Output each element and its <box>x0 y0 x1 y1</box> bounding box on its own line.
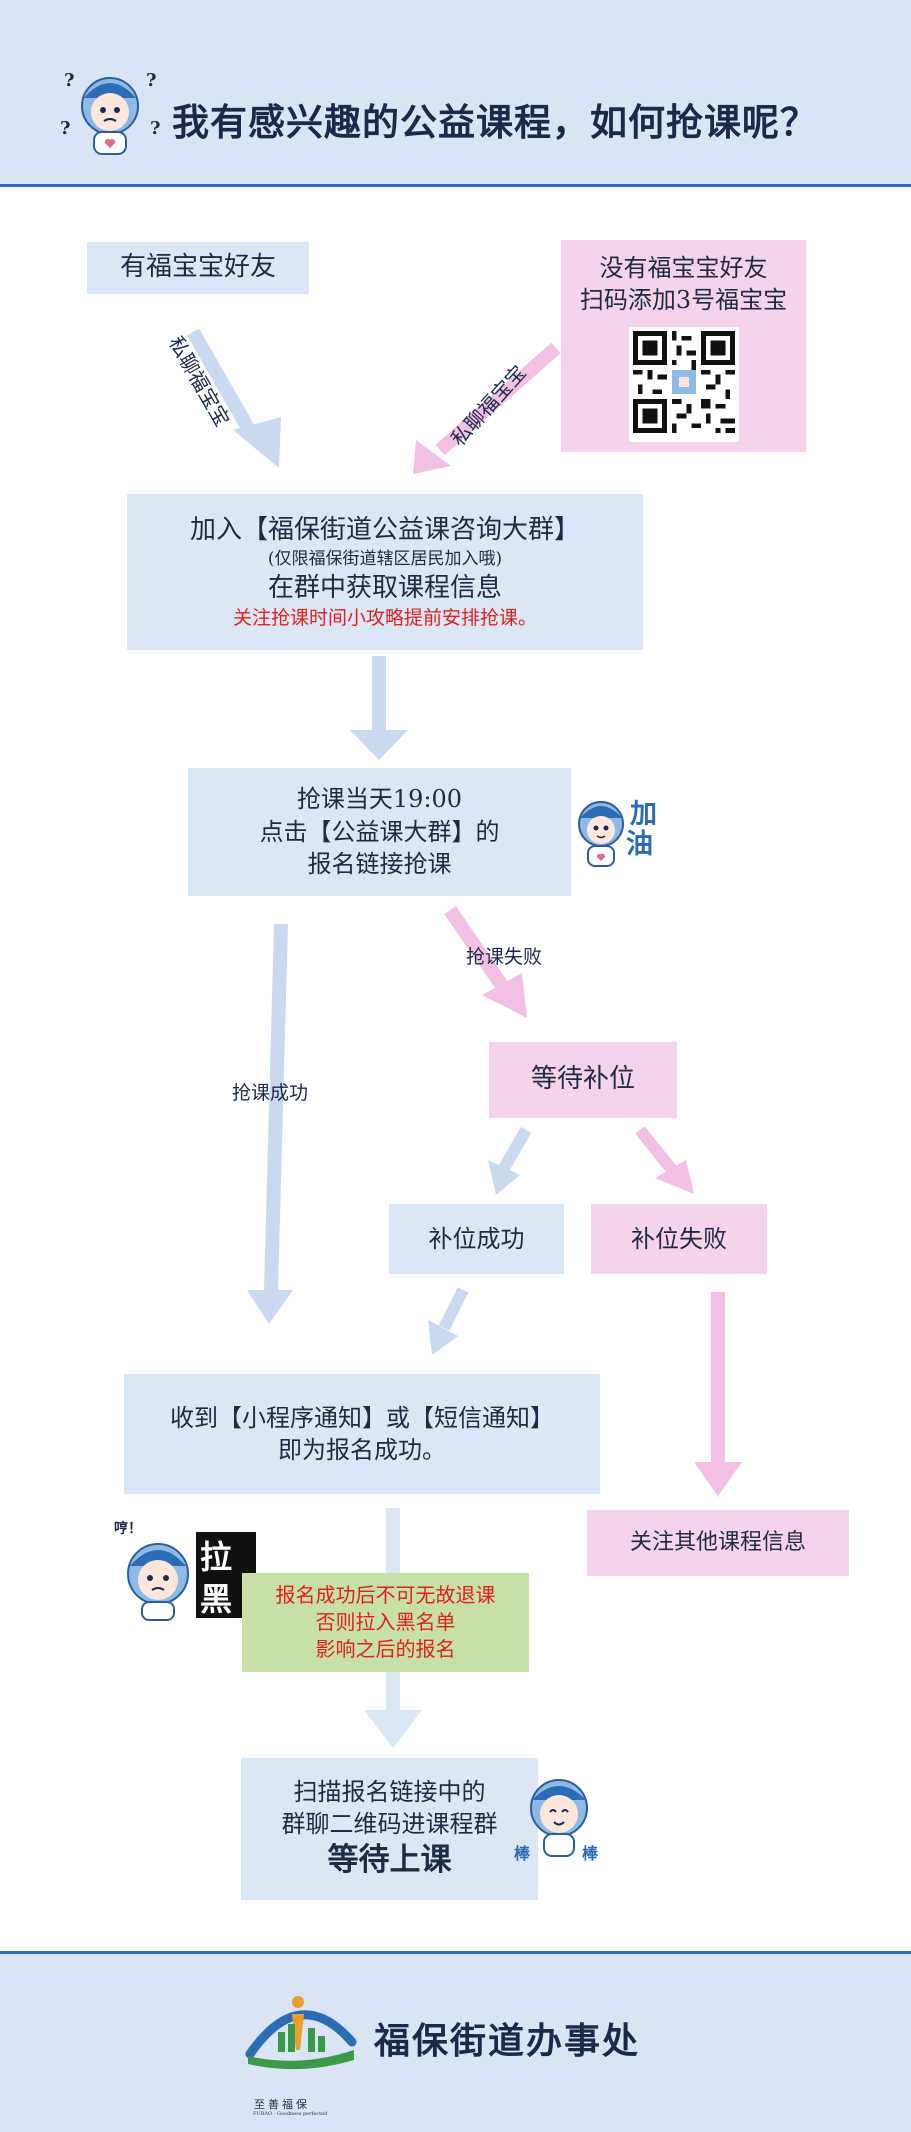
label-grab-success: 抢课成功 <box>232 1082 309 1104</box>
arrow-fill-fail-to-other <box>694 1292 742 1496</box>
label-grab-fail: 抢课失败 <box>466 946 543 968</box>
no-friend-line2: 扫码添加3号福宝宝 <box>579 286 788 315</box>
mascot-cheer-icon <box>568 792 634 872</box>
footer-banner <box>0 1951 911 2132</box>
mascot-blacklist-icon <box>112 1522 256 1622</box>
warning-line1: 报名成功后不可无故退课 <box>275 1583 496 1607</box>
arrow-fill-success-to-notify <box>428 1287 469 1355</box>
blacklist-char-2: 黑 <box>200 1580 233 1618</box>
fill-success-box: 补位成功 <box>389 1204 564 1274</box>
qr-code-icon[interactable] <box>628 326 739 443</box>
warning-line2: 否则拉入黑名单 <box>315 1610 456 1634</box>
scan-line1: 扫描报名链接中的 <box>293 1777 486 1806</box>
no-friend-line1: 没有福宝宝好友 <box>599 254 768 282</box>
join-group-box: 加入【福保街道公益课咨询大群】 (仅限福保街道辖区居民加入哦) 在群中获取课程信… <box>127 494 643 650</box>
footer-org-name: 福保街道办事处 <box>374 2020 641 2062</box>
grab-line1: 抢课当天19:00 <box>296 785 463 814</box>
fill-success-text: 补位成功 <box>428 1224 525 1253</box>
grab-line2: 点击【公益课大群】的 <box>259 817 500 846</box>
join-line4: 关注抢课时间小攻略提前安排抢课。 <box>232 606 537 629</box>
wait-fill-text: 等待补位 <box>530 1064 635 1095</box>
other-courses-text: 关注其他课程信息 <box>629 1530 806 1556</box>
great-char-1: 棒 <box>514 1844 531 1863</box>
mascot-thinking-icon <box>58 60 162 164</box>
scan-line2: 群聊二维码进课程群 <box>281 1810 498 1839</box>
question-mark-1: ? <box>64 70 75 91</box>
arrow-private-chat-left <box>186 328 281 468</box>
question-mark-2: ? <box>146 70 157 91</box>
other-courses-box: 关注其他课程信息 <box>587 1510 849 1576</box>
arrow-grab-fail <box>444 906 527 1018</box>
no-friend-box: 没有福宝宝好友 扫码添加3号福宝宝 <box>561 240 806 452</box>
blacklist-exclaim: 哼！ <box>114 1521 142 1537</box>
arrow-wait-to-fill-success <box>488 1126 532 1195</box>
mascot-great-icon <box>514 1770 604 1862</box>
notify-line2: 即为报名成功。 <box>278 1436 446 1464</box>
notify-line1: 收到【小程序通知】或【短信通知】 <box>170 1403 554 1432</box>
header-banner <box>0 0 911 187</box>
great-char-2: 棒 <box>582 1844 599 1863</box>
cheer-char-2: 油 <box>626 829 653 860</box>
grab-course-box: 抢课当天19:00 点击【公益课大群】的 报名链接抢课 <box>188 768 571 896</box>
warning-box: 报名成功后不可无故退课 否则拉入黑名单 影响之后的报名 <box>242 1573 529 1672</box>
fill-fail-box: 补位失败 <box>591 1204 767 1274</box>
warning-line3: 影响之后的报名 <box>315 1637 456 1661</box>
question-mark-4: ? <box>150 118 161 139</box>
join-line3: 在群中获取课程信息 <box>267 572 502 603</box>
join-line2: (仅限福保街道辖区居民加入哦) <box>267 548 503 569</box>
join-line1: 加入【福保街道公益课咨询大群】 <box>189 514 580 545</box>
fill-fail-text: 补位失败 <box>631 1224 727 1253</box>
arrow-join-to-grab <box>350 656 408 760</box>
question-mark-3: ? <box>60 118 71 139</box>
cheer-char-1: 加 <box>630 799 657 830</box>
fubao-logo-icon <box>240 1972 360 2092</box>
wait-fill-box: 等待补位 <box>489 1042 677 1118</box>
page-title: 我有感兴趣的公益课程，如何抢课呢？ <box>172 100 818 144</box>
scan-qr-box: 扫描报名链接中的 群聊二维码进课程群 等待上课 <box>241 1758 538 1900</box>
arrow-grab-success <box>247 923 293 1324</box>
footer-slogan-small: FUBAO · Goodness perfected <box>253 2111 328 2117</box>
arrow-wait-to-fill-fail <box>635 1126 694 1194</box>
footer-slogan: 至善福保 <box>254 2098 310 2111</box>
grab-line3: 报名链接抢课 <box>307 850 452 879</box>
scan-line3: 等待上课 <box>327 1842 452 1879</box>
arrow-private-chat-right <box>413 342 561 474</box>
notify-box: 收到【小程序通知】或【短信通知】 即为报名成功。 <box>124 1374 600 1494</box>
has-friend-text: 有福宝宝好友 <box>119 252 276 283</box>
blacklist-char-1: 拉 <box>200 1538 233 1576</box>
has-friend-box: 有福宝宝好友 <box>87 242 309 294</box>
